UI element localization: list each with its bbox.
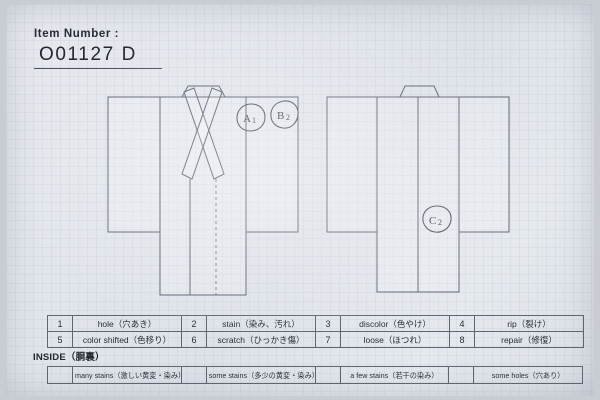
legend-desc-4: rip（裂け） <box>474 315 584 332</box>
inside-section-label: INSIDE（胴裏） <box>33 352 105 363</box>
legend-desc-1: hole（穴あき） <box>72 315 182 332</box>
table-row: 1 hole（穴あき） 2 stain（染み、汚れ） 3 discolor（色や… <box>47 315 584 332</box>
annotation-number-b2: 2 <box>286 113 290 122</box>
annotation-mark-c2[interactable]: C 2 <box>420 203 454 235</box>
inside-checkbox-some-stains[interactable] <box>180 366 207 384</box>
inside-option-some-stains: some stains（多少の黄変・染み） <box>205 366 316 384</box>
legend-code-2: 2 <box>181 315 207 332</box>
table-row: 5 color shifted（色移り） 6 scratch（ひっかき傷） 7 … <box>47 331 584 348</box>
annotation-letter-a1: A <box>243 113 251 125</box>
annotation-mark-b2[interactable]: B 2 <box>268 99 302 131</box>
legend-code-6: 6 <box>181 331 207 348</box>
damage-code-legend-table: 1 hole（穴あき） 2 stain（染み、汚れ） 3 discolor（色や… <box>47 315 584 348</box>
legend-code-3: 3 <box>315 315 341 332</box>
paper-sheet: Item Number : O01127 D <box>6 4 594 396</box>
annotation-letter-b2: B <box>277 110 284 122</box>
inside-option-many-stains: many stains（激しい黄変・染み） <box>72 366 182 384</box>
legend-desc-6: scratch（ひっかき傷） <box>206 331 316 348</box>
legend-desc-8: repair（修復） <box>474 331 584 348</box>
legend-desc-3: discolor（色やけ） <box>340 315 450 332</box>
annotation-number-a1: 1 <box>252 116 256 125</box>
item-number-label: Item Number : <box>34 28 120 40</box>
inside-checkbox-some-holes[interactable] <box>448 366 475 384</box>
inside-checkbox-a-few-stains[interactable] <box>314 366 341 384</box>
legend-desc-2: stain（染み、汚れ） <box>206 315 316 332</box>
legend-code-5: 5 <box>47 331 73 348</box>
legend-code-4: 4 <box>449 315 475 332</box>
item-number-value: O01127 D <box>39 44 138 65</box>
inside-condition-table: many stains（激しい黄変・染み） some stains（多少の黄変・… <box>47 366 583 384</box>
annotation-mark-a1[interactable]: A 1 <box>234 102 268 134</box>
kimono-front-view <box>104 82 326 307</box>
item-number-underline <box>34 68 162 69</box>
kimono-back-view <box>324 82 524 307</box>
legend-desc-7: loose（ほつれ） <box>340 331 450 348</box>
legend-desc-5: color shifted（色移り） <box>72 331 182 348</box>
annotation-number-c2: 2 <box>438 218 442 227</box>
legend-code-1: 1 <box>47 315 73 332</box>
inside-option-some-holes: some holes（穴あり） <box>473 366 583 384</box>
legend-code-8: 8 <box>449 331 475 348</box>
legend-code-7: 7 <box>315 331 341 348</box>
inside-checkbox-many-stains[interactable] <box>47 366 73 384</box>
inside-option-a-few-stains: a few stains（若干の染み） <box>339 366 450 384</box>
table-row: many stains（激しい黄変・染み） some stains（多少の黄変・… <box>47 366 583 384</box>
annotation-letter-c2: C <box>429 215 436 227</box>
